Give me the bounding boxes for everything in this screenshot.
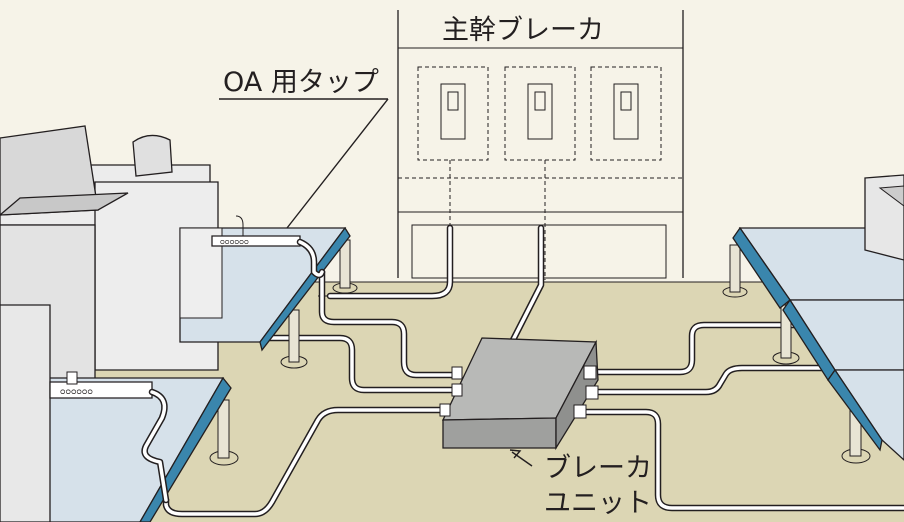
main-breaker-label: 主幹ブレーカ bbox=[442, 15, 604, 46]
right-desks bbox=[732, 174, 904, 461]
power-strip-icon: ᴑᴑᴑᴑᴑᴑ bbox=[49, 371, 153, 399]
breaker-switch-icon bbox=[527, 83, 553, 140]
breaker-switch-icon bbox=[613, 83, 639, 140]
cup-icon bbox=[132, 134, 173, 177]
breaker-unit-label-line1: ブレーカ bbox=[544, 453, 652, 484]
floor-support-icon bbox=[280, 309, 308, 369]
breaker-switch-icon bbox=[440, 83, 466, 140]
breaker-unit bbox=[439, 337, 599, 451]
floor-support-icon bbox=[841, 397, 871, 464]
floor-support-icon bbox=[772, 304, 800, 365]
main-breaker-cabinet bbox=[397, 10, 684, 279]
breaker-unit-leader bbox=[511, 451, 533, 467]
floor-support-icon bbox=[722, 244, 748, 298]
breaker-unit-label-line2: ユニット bbox=[544, 488, 652, 519]
oa-tap-leader bbox=[286, 98, 389, 229]
power-strip-icon: ᴑᴑᴑᴑᴑᴑ bbox=[211, 215, 301, 247]
svg-text:ᴑᴑᴑᴑᴑᴑ: ᴑᴑᴑᴑᴑᴑ bbox=[220, 238, 249, 246]
oa-tap-label: OA 用タップ bbox=[223, 67, 379, 98]
svg-text:ᴑᴑᴑᴑᴑᴑ: ᴑᴑᴑᴑᴑᴑ bbox=[60, 387, 93, 396]
laptop-icon bbox=[0, 125, 129, 216]
